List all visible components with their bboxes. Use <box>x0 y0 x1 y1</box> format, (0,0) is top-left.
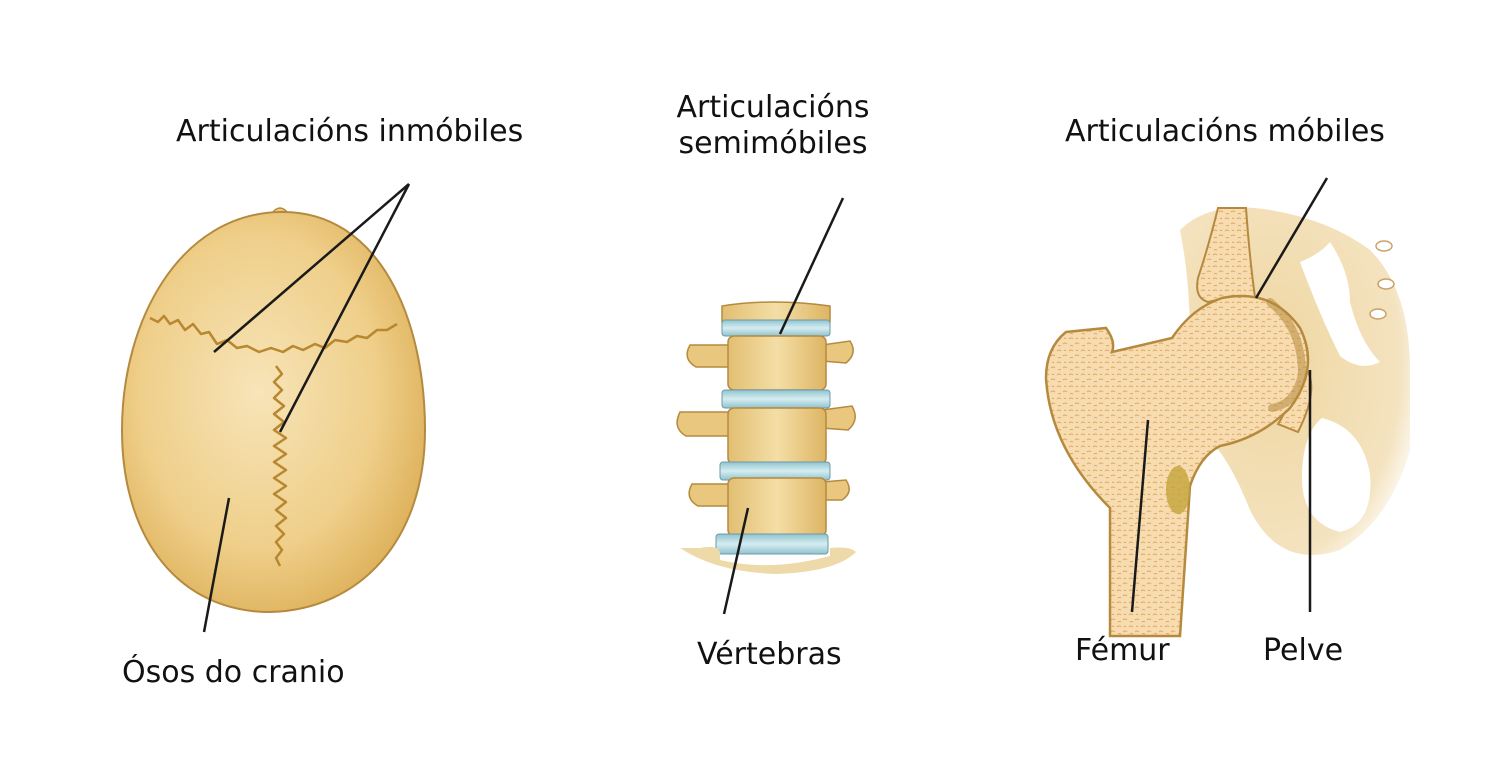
label-mobile-joints: Articulacións móbiles <box>1065 114 1385 149</box>
label-skull-bones: Ósos do cranio <box>122 655 345 690</box>
label-semimobile-line2: semimóbiles <box>678 126 868 161</box>
spine-illustration <box>676 301 856 574</box>
label-semimobile-line1: Articulacións <box>676 90 870 125</box>
skull-leader-lines <box>202 183 411 633</box>
label-immobile-joints: Articulacións inmóbiles <box>176 114 524 149</box>
spine-leader-lines <box>722 197 845 615</box>
hip-illustration <box>1044 207 1410 638</box>
label-femur: Fémur <box>1075 633 1170 668</box>
label-vertebrae: Vértebras <box>697 637 842 672</box>
skull-illustration <box>120 207 427 614</box>
label-semimobile-joints: Articulacións semimóbiles <box>650 90 896 162</box>
hip-leader-lines <box>1130 177 1329 613</box>
label-pelvis: Pelve <box>1263 633 1344 668</box>
